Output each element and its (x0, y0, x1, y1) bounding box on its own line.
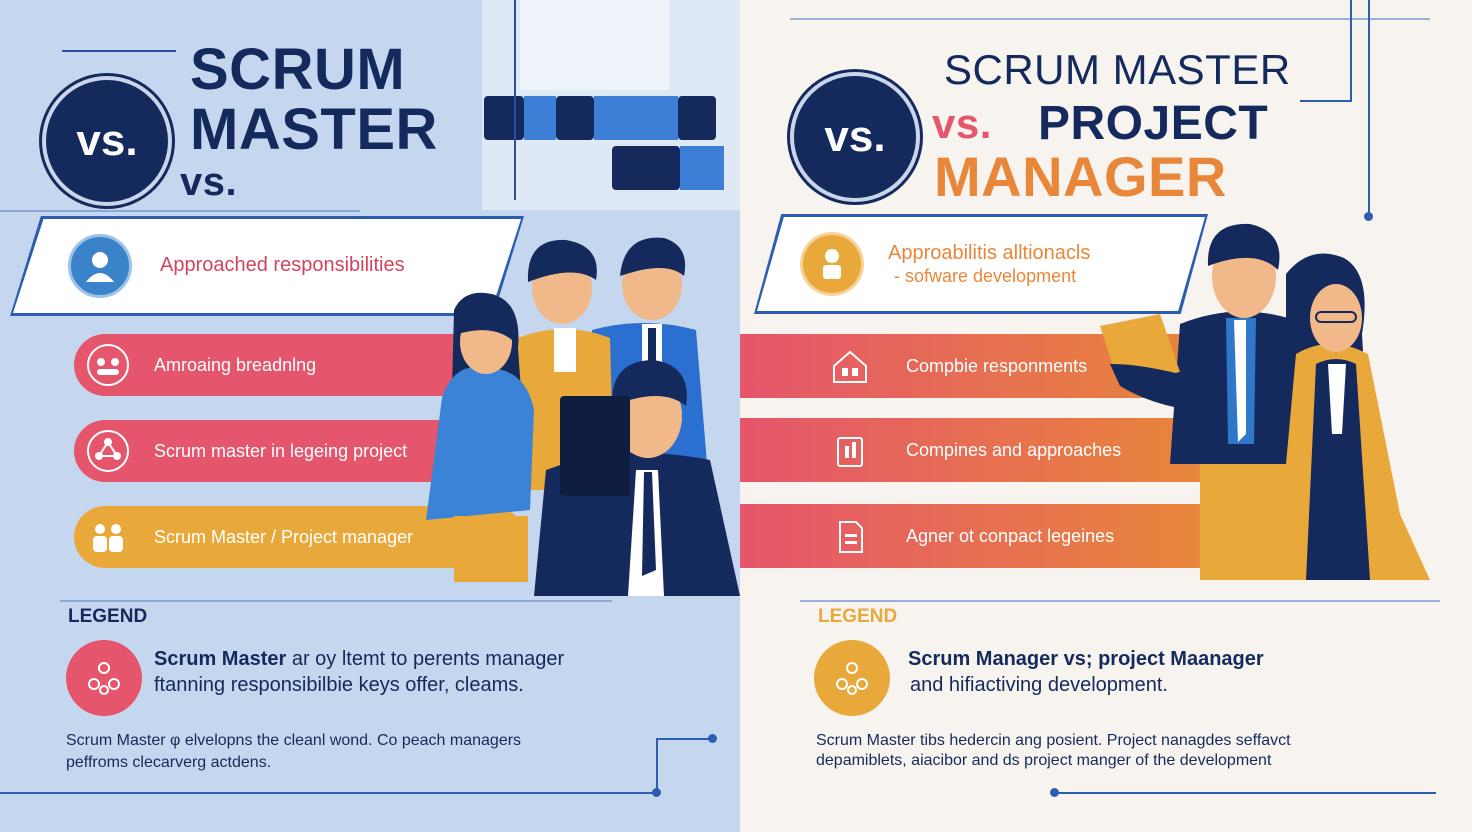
building-window (524, 96, 556, 140)
legend-line1: Scrum Manager vs; project Maanager (908, 648, 1264, 670)
building-pillar (520, 0, 670, 90)
manager-network-icon (814, 640, 890, 716)
vs-badge: vs. (42, 76, 172, 206)
deco-line (1350, 0, 1352, 100)
title-scrum-master: SCRUM MASTER (944, 46, 1291, 93)
title-manager: MANAGER (934, 145, 1227, 208)
left-panel: vs. SCRUM MASTER vs. Approached responsi… (0, 0, 740, 832)
deco-dot (652, 788, 661, 797)
responsibilities-banner: Approabilitis alltionacls - sofware deve… (754, 214, 1208, 314)
item-row[interactable]: Scrum master in legeing project (74, 420, 504, 482)
building-window (678, 96, 716, 140)
item-label: Agner ot conpact legeines (906, 525, 1115, 546)
deco-line (656, 738, 712, 740)
title-vs: vs. (180, 160, 238, 204)
tools-icon (820, 422, 880, 478)
deco-dot (1050, 788, 1059, 797)
building-window (594, 96, 678, 140)
team-meeting-icon (80, 337, 136, 393)
title-master: MASTER (190, 97, 438, 162)
item-row[interactable]: Agner ot conpact legeines (740, 504, 1210, 568)
deco-line (62, 50, 176, 52)
title-project: PROJECT (1038, 97, 1269, 150)
deco-line (1300, 100, 1352, 102)
vs-badge: vs. (790, 72, 920, 202)
banner-text: Approached responsibilities (160, 254, 405, 276)
document-icon (820, 508, 880, 564)
vs-badge-text: vs. (824, 112, 886, 161)
right-panel: vs. SCRUM MASTER vs. PROJECT MANAGER App… (740, 0, 1472, 832)
item-label: Amroaing breadnlng (154, 354, 317, 375)
note-line2: peffroms clecarverg actdens. (66, 754, 272, 771)
deco-line (1056, 792, 1436, 794)
legend-title: LEGEND (818, 606, 898, 627)
note-line1: Scrum Master φ elvelopns the cleanl wond… (66, 732, 522, 749)
deco-dot (1364, 212, 1373, 221)
building-window (484, 96, 524, 140)
item-row[interactable]: Amroaing breadnlng (74, 334, 494, 396)
title-scrum: SCRUM (190, 37, 406, 102)
scrum-network-icon (66, 640, 142, 716)
deco-line (514, 0, 516, 200)
legend-role: Scrum Master (154, 648, 287, 670)
legend-line1-rest: ar oy ltemt to perents manager (286, 648, 565, 670)
vs-badge-text: vs. (76, 116, 138, 165)
note-line2: depamiblets, aiacibor and ds project man… (816, 752, 1272, 769)
item-label: Scrum Master / Project manager (154, 526, 414, 547)
deco-line (800, 600, 1440, 602)
legend-line2: ftanning responsibilbie keys offer, clea… (154, 674, 524, 696)
title-vs: vs. (932, 100, 992, 147)
legend-line1: Scrum Master ar oy ltemt to perents mana… (154, 648, 564, 671)
deco-line (1368, 0, 1370, 216)
people-icon (80, 509, 136, 565)
building-window (680, 146, 724, 190)
note-line1: Scrum Master tibs hedercin ang posient. … (816, 732, 1291, 749)
item-label: Compbie responments (906, 355, 1088, 376)
deco-line (0, 792, 656, 794)
item-label: Compines and approaches (906, 439, 1122, 460)
deco-line (656, 738, 658, 794)
deco-line (790, 18, 1430, 20)
person-icon (800, 232, 864, 296)
building-window (556, 96, 594, 140)
network-icon (80, 423, 136, 479)
item-row[interactable]: Compines and approaches (740, 418, 1210, 482)
banner-line1: Approabilitis alltionacls (888, 242, 1091, 264)
responsibilities-banner: Approached responsibilities (10, 216, 524, 316)
deco-dot (708, 734, 717, 743)
manager-duo-illustration (1100, 214, 1472, 580)
building-icon (820, 338, 880, 394)
building-window (612, 146, 680, 190)
team-illustration (414, 220, 740, 596)
deco-line (0, 210, 360, 212)
person-icon (68, 234, 132, 298)
banner-line2: - sofware development (894, 266, 1077, 286)
item-label: Scrum master in legeing project (154, 440, 408, 461)
deco-line (60, 600, 612, 602)
legend-title: LEGEND (68, 606, 148, 627)
legend-line2: and hifiactiving development. (910, 674, 1168, 696)
